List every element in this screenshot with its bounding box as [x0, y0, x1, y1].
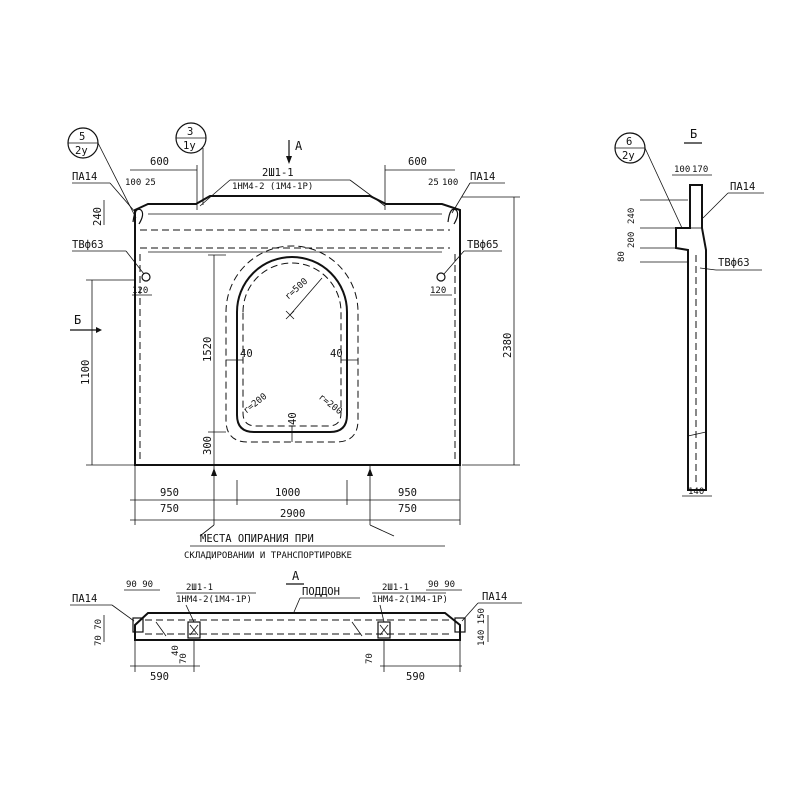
callout-center-bottom: 1у [183, 140, 196, 152]
support-note-line2: СКЛАДИРОВАНИИ И ТРАНСПОРТИРОВКЕ [184, 551, 352, 561]
side-profile [675, 184, 707, 491]
plan-poddon: ПОДДОН [302, 586, 340, 598]
dim-r200-right: r=200 [316, 392, 344, 417]
plan-beam-left-bottom: 1НМ4-2(1М4-1Р) [176, 595, 252, 605]
plan-outline [134, 612, 461, 641]
dim-100-right: 100 [442, 178, 458, 188]
front-view: r=500 r=200 r=200 40 40 40 1520 300 1100… [67, 122, 520, 561]
tv65-right: ТВф65 [467, 239, 499, 251]
anchor-hole-left [141, 272, 151, 282]
dim-1000: 1000 [275, 487, 300, 499]
pa14-right: ПА14 [470, 171, 495, 183]
beam-label-top: 2Ш1-1 [262, 167, 294, 179]
plan-title: А [292, 569, 300, 583]
dim-300: 300 [202, 436, 214, 455]
side-title: Б [690, 127, 697, 141]
dim-120-left: 120 [132, 286, 148, 296]
dim-1100: 1100 [80, 360, 92, 385]
plan-dim-90-90-right: 90 90 [428, 580, 455, 590]
plan-pa14-left: ПА14 [72, 593, 97, 605]
side-dim-100: 100 [674, 165, 690, 175]
center-mark-2 [285, 310, 295, 320]
dim-750-left: 750 [160, 503, 179, 515]
dim-2900: 2900 [280, 508, 305, 520]
plan-dim-70-right: 70 [365, 653, 375, 664]
dim-40-bottom: 40 [287, 412, 299, 425]
side-dim-200: 200 [627, 232, 637, 248]
dim-r200-left: r=200 [242, 392, 270, 417]
side-dim-240: 240 [627, 208, 637, 224]
plan-view: А ПОДДОН 90 90 90 90 2Ш1-1 1НМ4-2(1М4-1Р… [70, 569, 522, 683]
plan-end-left [132, 617, 144, 633]
section-mark-a: А [295, 139, 303, 153]
plan-beam-left-top: 2Ш1-1 [186, 583, 213, 593]
plan-dim-90-90-left: 90 90 [126, 580, 153, 590]
side-dim-170: 170 [692, 165, 708, 175]
dim-600-left: 600 [150, 156, 169, 168]
plan-beam-right-bottom: 1НМ4-2(1М4-1Р) [372, 595, 448, 605]
radius-line [289, 277, 323, 316]
dim-950-left: 950 [160, 487, 179, 499]
side-callout-bottom: 2у [622, 150, 635, 162]
plan-dim-590-right: 590 [406, 671, 425, 683]
beam-label-bottom: 1НМ4-2 (1М4-1Р) [232, 182, 313, 192]
arched-opening [236, 256, 348, 433]
dim-600-right: 600 [408, 156, 427, 168]
arched-opening-outer-hidden [225, 245, 359, 443]
side-dim-80: 80 [617, 251, 627, 262]
dim-25-right: 25 [428, 178, 439, 188]
plan-pa14-right: ПА14 [482, 591, 507, 603]
dim-950-right: 950 [398, 487, 417, 499]
dim-120-right: 120 [430, 286, 446, 296]
dim-100-left: 100 [125, 178, 141, 188]
dim-40-left: 40 [240, 348, 253, 360]
side-dim-140: 140 [688, 487, 704, 497]
panel-outline [134, 195, 461, 466]
side-callout-top: 6 [626, 136, 632, 148]
plan-dim-140-150: 140 150 [477, 608, 487, 646]
dim-2380: 2380 [502, 333, 514, 358]
section-mark-b: Б [74, 313, 81, 327]
dim-240: 240 [92, 207, 104, 226]
dim-25-left: 25 [145, 178, 156, 188]
dim-1520: 1520 [202, 337, 214, 362]
side-view: Б 6 2у 100 170 ПА14 240 200 80 ТВф63 140 [614, 127, 764, 497]
plan-end-right [454, 617, 466, 633]
plan-dim-70-left: 70 [179, 653, 189, 664]
plan-dim-70-70: 70 70 [94, 619, 104, 646]
dim-r500: r=500 [283, 277, 310, 303]
dim-750-right: 750 [398, 503, 417, 515]
plan-dim-40: 40 [171, 645, 181, 656]
side-tv63: ТВф63 [718, 257, 750, 269]
anchor-hole-right [436, 272, 446, 282]
lifting-loop-right [447, 208, 459, 225]
callout-center-top: 3 [187, 126, 193, 138]
plan-beam-right-top: 2Ш1-1 [382, 583, 409, 593]
callout-left-bottom: 2у [75, 145, 88, 157]
tv63-left: ТВф63 [72, 239, 104, 251]
dim-40-right: 40 [330, 348, 343, 360]
pa14-left: ПА14 [72, 171, 97, 183]
side-pa14: ПА14 [730, 181, 755, 193]
callout-left-top: 5 [79, 131, 85, 143]
plan-dim-590-left: 590 [150, 671, 169, 683]
support-note-line1: МЕСТА ОПИРАНИЯ ПРИ [200, 533, 314, 545]
